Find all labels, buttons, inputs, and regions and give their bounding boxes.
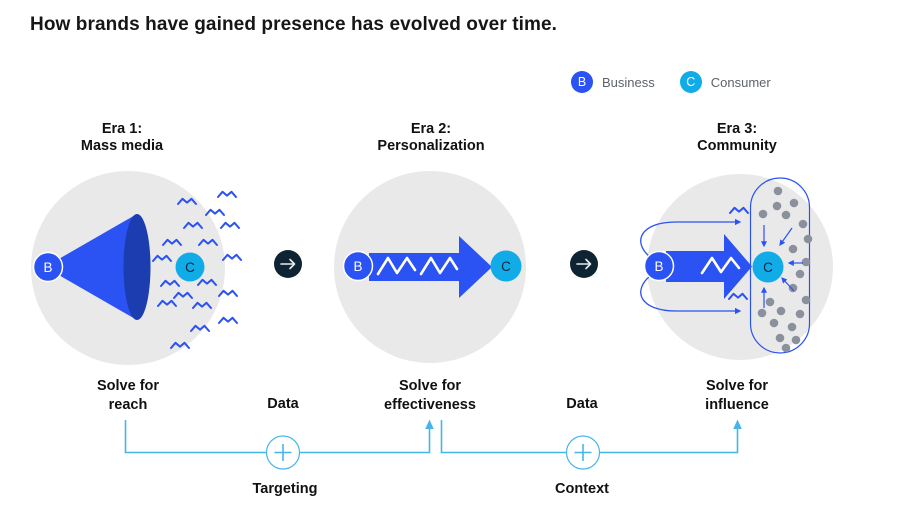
consumer-node-letter: C — [763, 260, 773, 275]
legend-item-business: B Business — [571, 71, 655, 93]
consumer-node: C — [752, 251, 784, 283]
era2-title: Era 2: Personalization — [377, 121, 485, 154]
business-node-icon: B — [571, 71, 593, 93]
era2-graphic: B C — [334, 171, 526, 363]
era1-title: Era 1: Mass media — [80, 121, 164, 154]
feedback-arcs-icon — [640, 218, 742, 315]
era3-title: Era 3: Community — [697, 121, 777, 154]
influence-arrows-icon — [761, 225, 803, 308]
business-node: B — [643, 250, 675, 282]
page-title: How brands have gained presence has evol… — [30, 14, 558, 35]
consumer-node-icon: C — [679, 71, 702, 93]
community-members-dots — [757, 186, 813, 353]
legend: B Business C Consumer — [571, 71, 771, 93]
up-arrowhead-icon — [733, 419, 742, 429]
consumer-node: C — [490, 250, 522, 282]
flow-arrow-icon — [666, 234, 752, 299]
business-node-letter: B — [654, 259, 663, 274]
up-arrowhead-icon — [425, 419, 434, 429]
consumer-node-letter: C — [501, 259, 511, 274]
legend-business-label: Business — [602, 74, 655, 90]
era2-solve-label: Solve for effectiveness — [384, 378, 476, 413]
community-pill — [749, 177, 811, 354]
era1-solve-label: Solve for reach — [96, 378, 160, 413]
targeting-bracket — [124, 419, 434, 470]
era3-solve-label: Solve for influence — [705, 378, 769, 413]
white-zigzag-icon — [700, 256, 741, 275]
megaphone-icon — [57, 214, 151, 320]
business-node-letter: B — [353, 259, 362, 274]
era1-graphic: B C — [31, 171, 242, 365]
white-zigzag-icon — [376, 256, 459, 276]
business-node-letter: B — [43, 260, 52, 275]
data-label-1: Data — [267, 396, 299, 412]
business-node: B — [32, 251, 64, 283]
next-era-arrow-icon — [570, 250, 598, 278]
consumer-node-letter: C — [185, 260, 195, 275]
consumer-node: C — [175, 252, 205, 282]
next-era-arrow-icon — [274, 250, 302, 278]
legend-consumer-label: Consumer — [710, 74, 771, 90]
business-node: B — [342, 250, 374, 282]
era3-graphic: B C — [640, 174, 833, 360]
data-label-2: Data — [566, 396, 598, 412]
context-label: Context — [555, 481, 609, 497]
context-bracket — [440, 419, 742, 470]
targeting-label: Targeting — [252, 481, 318, 497]
flow-arrow-icon — [369, 236, 492, 298]
legend-item-consumer: C Consumer — [679, 71, 771, 93]
